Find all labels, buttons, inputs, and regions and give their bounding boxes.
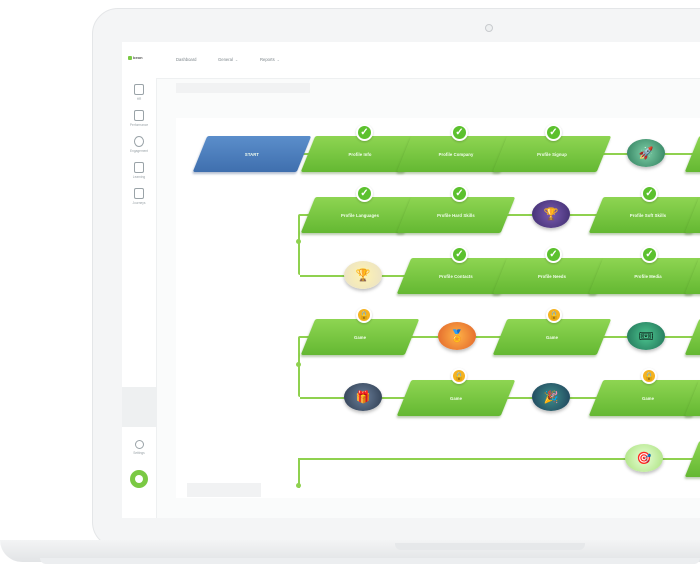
check-icon: ✓: [356, 185, 373, 202]
node-label: Profile Media: [634, 273, 662, 279]
sidebar-item-learning[interactable]: Learning: [126, 162, 152, 179]
sidebar-item-label: Learning: [132, 175, 146, 179]
briefcase-icon: [134, 188, 144, 199]
rocket-reward-icon[interactable]: 🚀: [627, 139, 665, 167]
medal-reward-icon[interactable]: 🏅: [438, 322, 476, 350]
laptop-base-notch: [395, 543, 585, 550]
sidebar-panel: [122, 387, 156, 427]
logo-mark-icon: [128, 55, 132, 60]
laptop-screen: beon HR Performance Engagement Learning …: [122, 42, 700, 518]
target-reward-icon[interactable]: 🎯: [625, 444, 663, 472]
flow-node[interactable]: Game: [300, 319, 420, 355]
flow-node[interactable]: Profile Signup: [492, 136, 612, 172]
node-label: Game: [449, 395, 463, 401]
cinema-reward-icon[interactable]: 🎟: [627, 322, 665, 350]
sidebar-item-journeys[interactable]: Journeys: [126, 188, 152, 205]
chat-button[interactable]: [130, 470, 148, 488]
node-label: Game: [641, 395, 655, 401]
sidebar: beon HR Performance Engagement Learning …: [122, 42, 157, 518]
trophy-reward-icon[interactable]: 🏆: [532, 200, 570, 228]
check-icon: ✓: [451, 246, 468, 263]
sidebar-item-settings[interactable]: Settings: [126, 440, 152, 455]
lock-icon: 🔒: [451, 368, 467, 384]
settings-label: Settings: [133, 451, 145, 455]
sidebar-item-label: Engagement: [129, 149, 149, 153]
journey-canvas: [176, 118, 700, 498]
tab-label: Reports: [260, 57, 275, 62]
logo-text: beon: [133, 55, 143, 60]
node-label: Profile Signup: [537, 151, 567, 157]
check-icon: ✓: [641, 185, 658, 202]
sidebar-item-label: Performance: [129, 123, 149, 127]
sidebar-item-label: Journeys: [132, 201, 146, 205]
node-label: Profile Soft Skills: [629, 212, 667, 218]
node-label: Profile Contacts: [439, 273, 473, 279]
lock-icon: 🔒: [356, 307, 372, 323]
sidebar-item-engagement[interactable]: Engagement: [126, 136, 152, 153]
people-icon: [134, 136, 144, 147]
check-icon: ✓: [545, 124, 562, 141]
connector-bend-1: [298, 214, 300, 275]
chevron-down-icon: ⌄: [234, 57, 239, 62]
flow-node[interactable]: Game: [396, 380, 516, 416]
lock-icon: 🔒: [641, 368, 657, 384]
flow-node[interactable]: Profile Hard Skills: [396, 197, 516, 233]
laptop-base-shadow: [40, 558, 700, 564]
app-logo[interactable]: beon: [128, 55, 143, 60]
node-label: Game: [353, 334, 367, 340]
flow-node[interactable]: Profile Media: [588, 258, 700, 294]
node-label: Profile Languages: [341, 212, 379, 218]
tab-label: Dashboard: [176, 57, 197, 62]
node-label: Game: [545, 334, 559, 340]
connector-dot: [296, 483, 301, 488]
connector-row-6: [300, 458, 700, 460]
canvas-footer-placeholder: [187, 483, 261, 497]
connector-dot: [296, 362, 301, 367]
flow-node[interactable]: Game: [588, 380, 700, 416]
chevron-down-icon: ⌄: [276, 57, 281, 62]
check-icon: ✓: [545, 246, 562, 263]
flow-node[interactable]: Profile Soft Skills: [588, 197, 700, 233]
check-icon: ✓: [451, 124, 468, 141]
tab-general[interactable]: General⌄: [218, 57, 238, 62]
gift-reward-icon[interactable]: 🎁: [344, 383, 382, 411]
node-label: Profile Hard Skills: [437, 212, 475, 218]
tab-dashboard[interactable]: Dashboard: [176, 57, 197, 62]
connector-bend-3: [298, 458, 300, 488]
top-bar: Dashboard General⌄ Reports⌄: [156, 42, 700, 79]
trophy-gold-reward-icon[interactable]: 🏆: [344, 261, 382, 289]
check-icon: ✓: [356, 124, 373, 141]
node-label: Profile Company: [438, 151, 474, 157]
chat-bubble-icon: [135, 475, 143, 483]
flow-node-start[interactable]: START: [192, 136, 312, 172]
party-reward-icon[interactable]: 🎉: [532, 383, 570, 411]
sidebar-item-label: HR: [136, 97, 142, 101]
node-label: Profile Info: [348, 151, 372, 157]
check-icon: ✓: [451, 185, 468, 202]
check-icon: ✓: [641, 246, 658, 263]
tab-label: General: [218, 57, 233, 62]
node-label: START: [244, 151, 260, 157]
laptop-camera: [485, 24, 493, 32]
gear-icon: [134, 440, 144, 449]
connector-dot: [296, 239, 301, 244]
toolbar-placeholder: [176, 83, 310, 93]
flow-node[interactable]: Game: [492, 319, 612, 355]
lock-icon: 🔒: [546, 307, 562, 323]
chart-icon: [134, 110, 144, 121]
sidebar-item-hr[interactable]: HR: [126, 84, 152, 101]
node-label: Profile Needs: [537, 273, 567, 279]
document-icon: [134, 84, 144, 95]
sidebar-item-performance[interactable]: Performance: [126, 110, 152, 127]
tab-reports[interactable]: Reports⌄: [260, 57, 280, 62]
book-icon: [134, 162, 144, 173]
